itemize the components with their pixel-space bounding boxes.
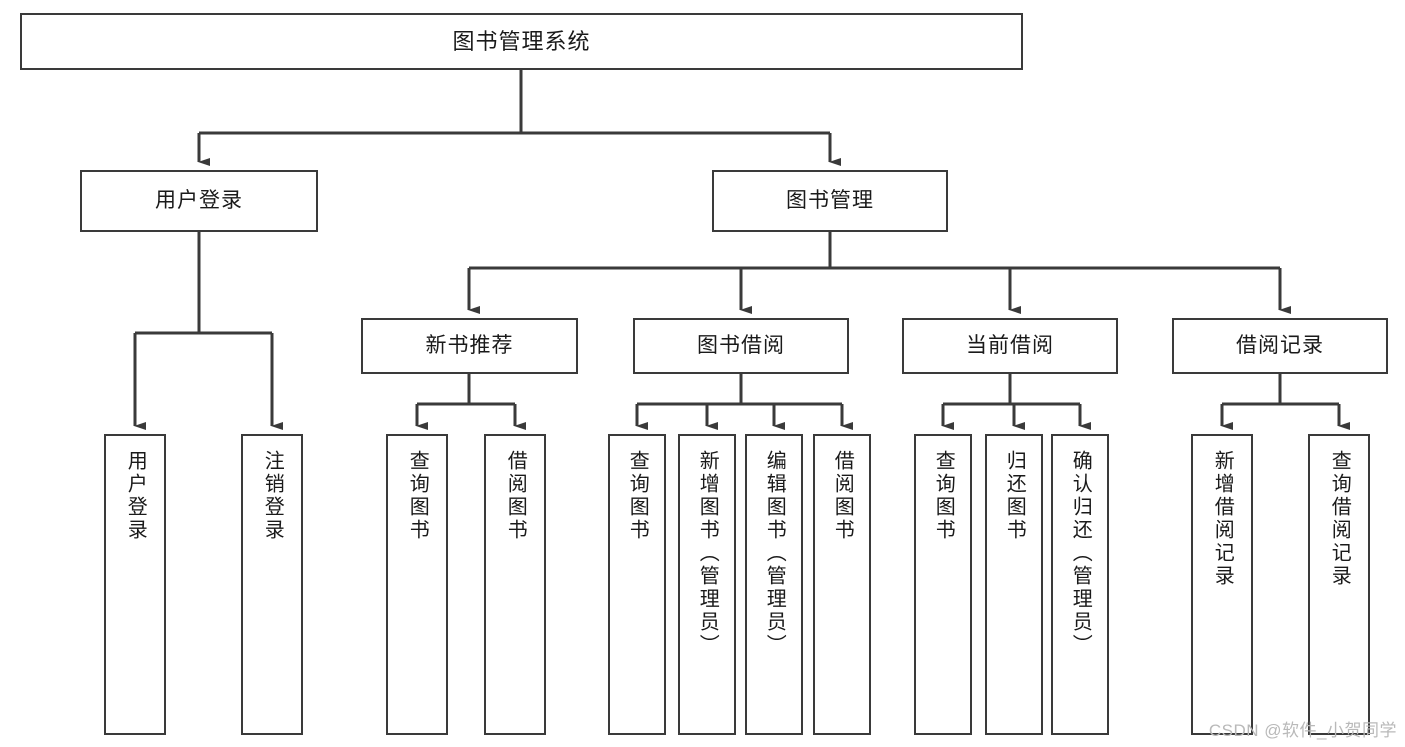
node-label: 归还图书	[1003, 450, 1026, 542]
node-label: 借阅图书	[831, 450, 854, 542]
watermark-text: CSDN @软件_小贺同学	[1208, 721, 1397, 740]
node-leaf-borrow-book-recommendation[interactable]: 借阅图书	[484, 434, 546, 735]
node-book-management-system[interactable]: 图书管理系统	[20, 13, 1023, 70]
node-book-borrowing[interactable]: 图书借阅	[633, 318, 849, 374]
node-label: 新增图书（管理员）	[696, 450, 719, 657]
node-label: 图书管理系统	[452, 28, 591, 54]
node-leaf-query-book-current[interactable]: 查询图书	[914, 434, 972, 735]
node-leaf-logout[interactable]: 注销登录	[241, 434, 303, 735]
node-leaf-add-book-admin[interactable]: 新增图书（管理员）	[678, 434, 736, 735]
node-label: 查询图书	[406, 450, 429, 542]
node-label: 查询图书	[626, 450, 649, 542]
node-leaf-user-login[interactable]: 用户登录	[104, 434, 166, 735]
node-label: 当前借阅	[966, 333, 1054, 357]
node-label: 用户登录	[124, 450, 147, 542]
node-leaf-query-book-borrowing[interactable]: 查询图书	[608, 434, 666, 735]
node-label: 新书推荐	[425, 333, 514, 357]
node-label: 查询借阅记录	[1328, 450, 1351, 588]
node-label: 用户登录	[155, 188, 243, 212]
node-borrowing-record[interactable]: 借阅记录	[1172, 318, 1388, 374]
node-label: 确认归还（管理员）	[1069, 450, 1092, 657]
node-label: 图书借阅	[697, 333, 785, 357]
node-leaf-query-borrowing-record[interactable]: 查询借阅记录	[1308, 434, 1370, 735]
node-leaf-return-book[interactable]: 归还图书	[985, 434, 1043, 735]
node-user-login[interactable]: 用户登录	[80, 170, 318, 232]
node-label: 借阅图书	[504, 450, 527, 542]
node-book-management[interactable]: 图书管理	[712, 170, 948, 232]
node-label: 注销登录	[261, 450, 284, 542]
node-label: 查询图书	[932, 450, 955, 542]
node-label: 编辑图书（管理员）	[763, 450, 786, 657]
node-current-borrowing[interactable]: 当前借阅	[902, 318, 1118, 374]
node-leaf-query-book-recommendation[interactable]: 查询图书	[386, 434, 448, 735]
node-leaf-edit-book-admin[interactable]: 编辑图书（管理员）	[745, 434, 803, 735]
node-label: 新增借阅记录	[1211, 450, 1234, 588]
node-leaf-borrow-book-borrowing[interactable]: 借阅图书	[813, 434, 871, 735]
node-leaf-add-borrowing-record[interactable]: 新增借阅记录	[1191, 434, 1253, 735]
node-label: 图书管理	[786, 188, 874, 212]
node-new-book-recommendation[interactable]: 新书推荐	[361, 318, 578, 374]
node-label: 借阅记录	[1236, 333, 1324, 357]
node-leaf-confirm-return-admin[interactable]: 确认归还（管理员）	[1051, 434, 1109, 735]
